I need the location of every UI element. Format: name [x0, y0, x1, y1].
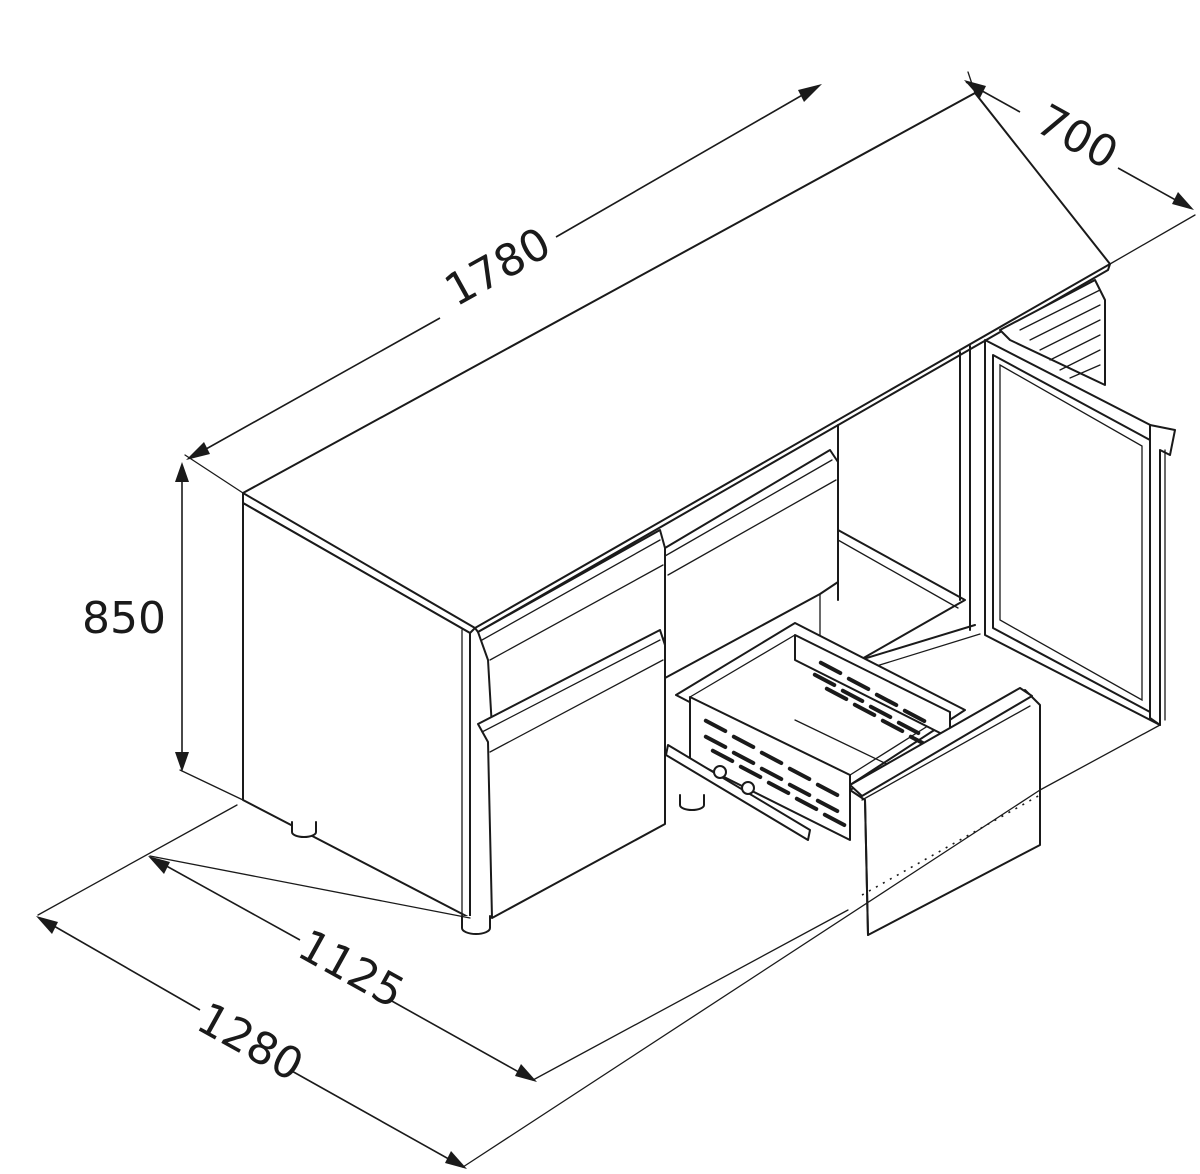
open-drawer[interactable]	[665, 622, 1041, 936]
vent-grille	[999, 279, 1106, 386]
counter-body	[242, 92, 1111, 935]
foot	[679, 794, 705, 811]
open-door[interactable]	[984, 279, 1176, 726]
dimension-drawer-open-depth-label: 1125	[290, 920, 413, 1019]
dimension-width-label: 1780	[437, 218, 560, 317]
counter-feet	[291, 794, 705, 935]
dimension-lines	[36, 71, 1196, 1169]
closed-drawers	[477, 449, 839, 919]
foot	[461, 915, 491, 935]
drawer-runner	[665, 744, 811, 841]
dimension-depth-label: 700	[1028, 95, 1126, 180]
door-handle-edge[interactable]	[1149, 424, 1176, 726]
drawer-lower-left[interactable]	[477, 629, 666, 919]
foot	[291, 821, 317, 838]
dimension-height-label: 850	[82, 593, 166, 644]
dimension-door-open-depth-label: 1280	[189, 993, 312, 1092]
drawer-perforations	[703, 660, 933, 828]
